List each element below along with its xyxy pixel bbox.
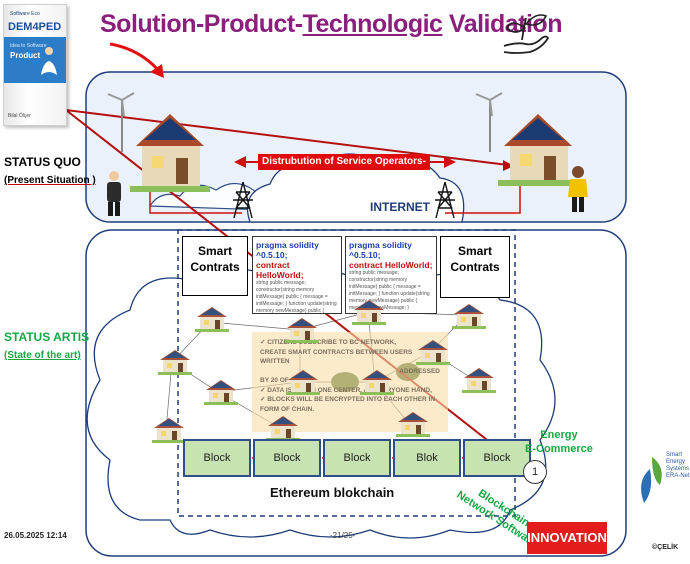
small-house-icon — [352, 300, 386, 325]
title-arrow — [109, 42, 162, 73]
person-icon — [107, 171, 121, 216]
person-icon — [568, 166, 588, 212]
grid-line-left — [149, 185, 242, 214]
title-underlined: Technologic — [302, 10, 443, 38]
block-label: Block — [203, 452, 231, 464]
block: Block — [253, 439, 321, 477]
note-line: ADDRESSED — [399, 367, 440, 375]
status-quo-label: STATUS QUO — [4, 155, 81, 169]
small-house-icon — [158, 350, 192, 375]
status-artis-sub: (State of the art) — [4, 350, 81, 361]
code-pragma: pragma solidity ^0.5.10; — [256, 240, 319, 260]
logo-line: Energy — [666, 459, 686, 465]
smart-contracts-right: Smart Contrats — [440, 236, 510, 298]
small-house-icon — [285, 318, 319, 343]
copyright: ©ÇELİK — [652, 544, 679, 551]
block: Blok — [393, 439, 461, 477]
energy-line: E-Commerce — [525, 443, 593, 455]
code-pragma: pragma solidity ^0.5.10; — [349, 240, 412, 260]
logo-line: Smart — [666, 452, 683, 458]
slide-date: 26.05.2025 12:14 — [4, 531, 67, 540]
block: Block — [463, 439, 531, 477]
house-solar-icon — [475, 92, 578, 186]
note-line: BY 20 OF — [260, 377, 289, 384]
block-label: Block — [343, 452, 371, 464]
small-house-icon — [152, 418, 186, 443]
small-house-icon — [360, 370, 394, 395]
block: Block — [183, 439, 251, 477]
smart-contracts-label: Smart Contrats — [190, 244, 240, 274]
page-number: -21/25- — [330, 531, 356, 540]
smart-contracts-label: Smart Contrats — [450, 244, 500, 274]
smart-energy-logo-icon — [641, 457, 662, 503]
smart-contracts-left: Smart Contrats — [182, 236, 248, 296]
small-house-icon — [204, 380, 238, 405]
dem4ped-book: Software Eco DEM4PED Idea to Software Pr… — [3, 4, 67, 126]
contract-code-a: pragma solidity ^0.5.10; contract HelloW… — [252, 236, 342, 314]
meditating-person-icon — [41, 47, 57, 75]
code-contract: contract HelloWorld; — [256, 260, 304, 280]
note-line: WRITTEN — [260, 358, 290, 365]
small-house-icon — [462, 368, 496, 393]
book-logo: DEM4PED — [8, 21, 62, 33]
status-artis-label: STATUS ARTIS — [4, 330, 90, 344]
logo-line: Systems — [666, 466, 690, 472]
small-house-icon — [266, 416, 300, 441]
smart-energy-logo-text: Smart Energy Systems ERA-Net — [666, 452, 690, 480]
note-line: ✓ DATA IS NOT IN ONE CENTER, AT EVERYONE… — [260, 386, 432, 394]
arrow-right-icon — [444, 156, 456, 168]
pylon-icon — [233, 181, 253, 219]
note-line: CREATE SMART CONTRACTS BETWEEN USERS — [260, 348, 413, 356]
internet-label: INTERNET — [370, 200, 430, 214]
dso-banner: Distrubution of Service Operators-DSO's — [258, 154, 430, 183]
code-contract: contract HelloWorld; — [349, 260, 433, 270]
blockchain-label: Ethereum blokchain — [270, 485, 395, 500]
block-label: Block — [483, 452, 511, 464]
note-line: FORM OF CHAIN. — [260, 405, 315, 413]
note-line: ✓ BLOCKS WILL BE ENCRYPTED INTO EACH OTH… — [260, 396, 436, 403]
book-subtitle-bold: Product — [10, 51, 41, 60]
block: Block — [323, 439, 391, 477]
small-house-icon — [416, 340, 450, 365]
logo-line: ERA-Net — [666, 473, 690, 479]
small-house-icon — [286, 370, 320, 395]
energy-line: Energy — [540, 429, 578, 441]
book-subtitle: Idea to Software — [10, 43, 47, 49]
innovation-badge: INNOVATION — [527, 522, 607, 554]
arrow-book-to-house — [65, 109, 509, 166]
status-quo-sub: (Present Situation ) — [4, 175, 96, 186]
title-part: Solution-Product- — [100, 10, 303, 38]
house-solar-icon — [107, 92, 210, 192]
block-label: Blok — [416, 452, 438, 464]
small-house-icon — [396, 412, 430, 437]
code-body: string public message; constructor(strin… — [256, 280, 337, 314]
block-label: Block — [273, 452, 301, 464]
plant-hand-icon — [503, 14, 550, 54]
grid-line-right — [445, 175, 521, 214]
small-house-icon — [452, 304, 486, 329]
small-house-icon — [195, 307, 229, 332]
book-brand: Software Eco — [10, 11, 40, 17]
book-band: Idea to Software Product — [4, 37, 66, 83]
energy-ecommerce-label: Energy E-Commerce — [525, 428, 593, 456]
step-number: 1 — [523, 460, 547, 484]
arrow-left-icon — [234, 156, 246, 168]
pylon-icon — [435, 181, 455, 219]
page-title: Solution-Product-Technologic Validation — [100, 10, 562, 39]
note-line: ✓ CITIZENS SUBSCRIBE TO BC NETWORK, — [260, 339, 397, 346]
book-author: Bilal Ölçer — [8, 113, 31, 119]
